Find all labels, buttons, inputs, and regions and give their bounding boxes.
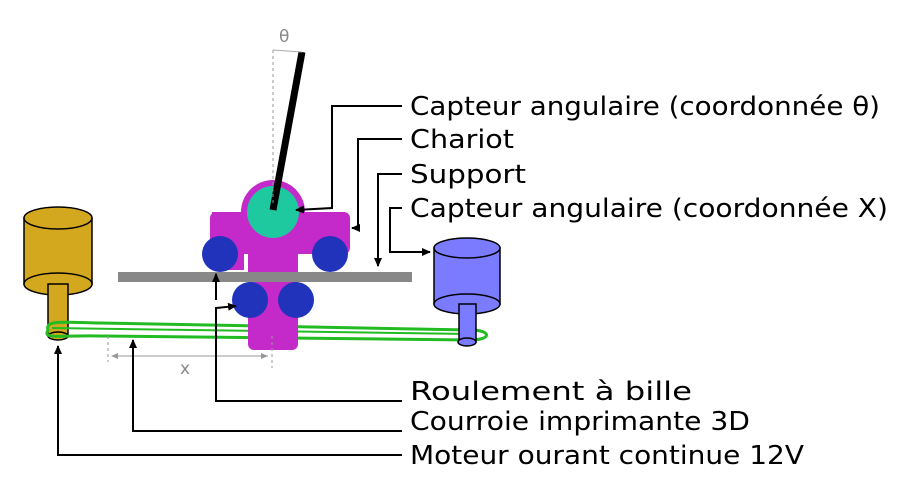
pivot-angle-sensor [247,186,299,238]
label-angle-sensor-x: Capteur angulaire (coordonnée X) [410,194,888,224]
ball-bearings [202,236,348,318]
label-ball-bearing: Roulement à bille [410,377,692,407]
pendulum-rod [269,51,306,211]
angle-sensor-x-body [433,237,501,347]
bearing-top-left [202,236,238,272]
label-belt: Courroie imprimante 3D [410,407,750,437]
sensor-x-shaft [458,303,477,343]
label-carriage: Chariot [410,125,514,155]
theta-symbol: θ [279,27,289,47]
dc-motor [23,206,93,341]
label-support: Support [410,160,526,190]
support-rail [118,272,412,282]
label-angle-sensor-theta: Capteur angulaire (coordonnée θ) [410,92,880,122]
label-motor: Moteur ourant continue 12V [410,441,804,471]
x-symbol: x [180,359,190,379]
bearing-bottom-left [232,282,268,318]
bearing-bottom-right [278,282,314,318]
bearing-top-right [312,236,348,272]
